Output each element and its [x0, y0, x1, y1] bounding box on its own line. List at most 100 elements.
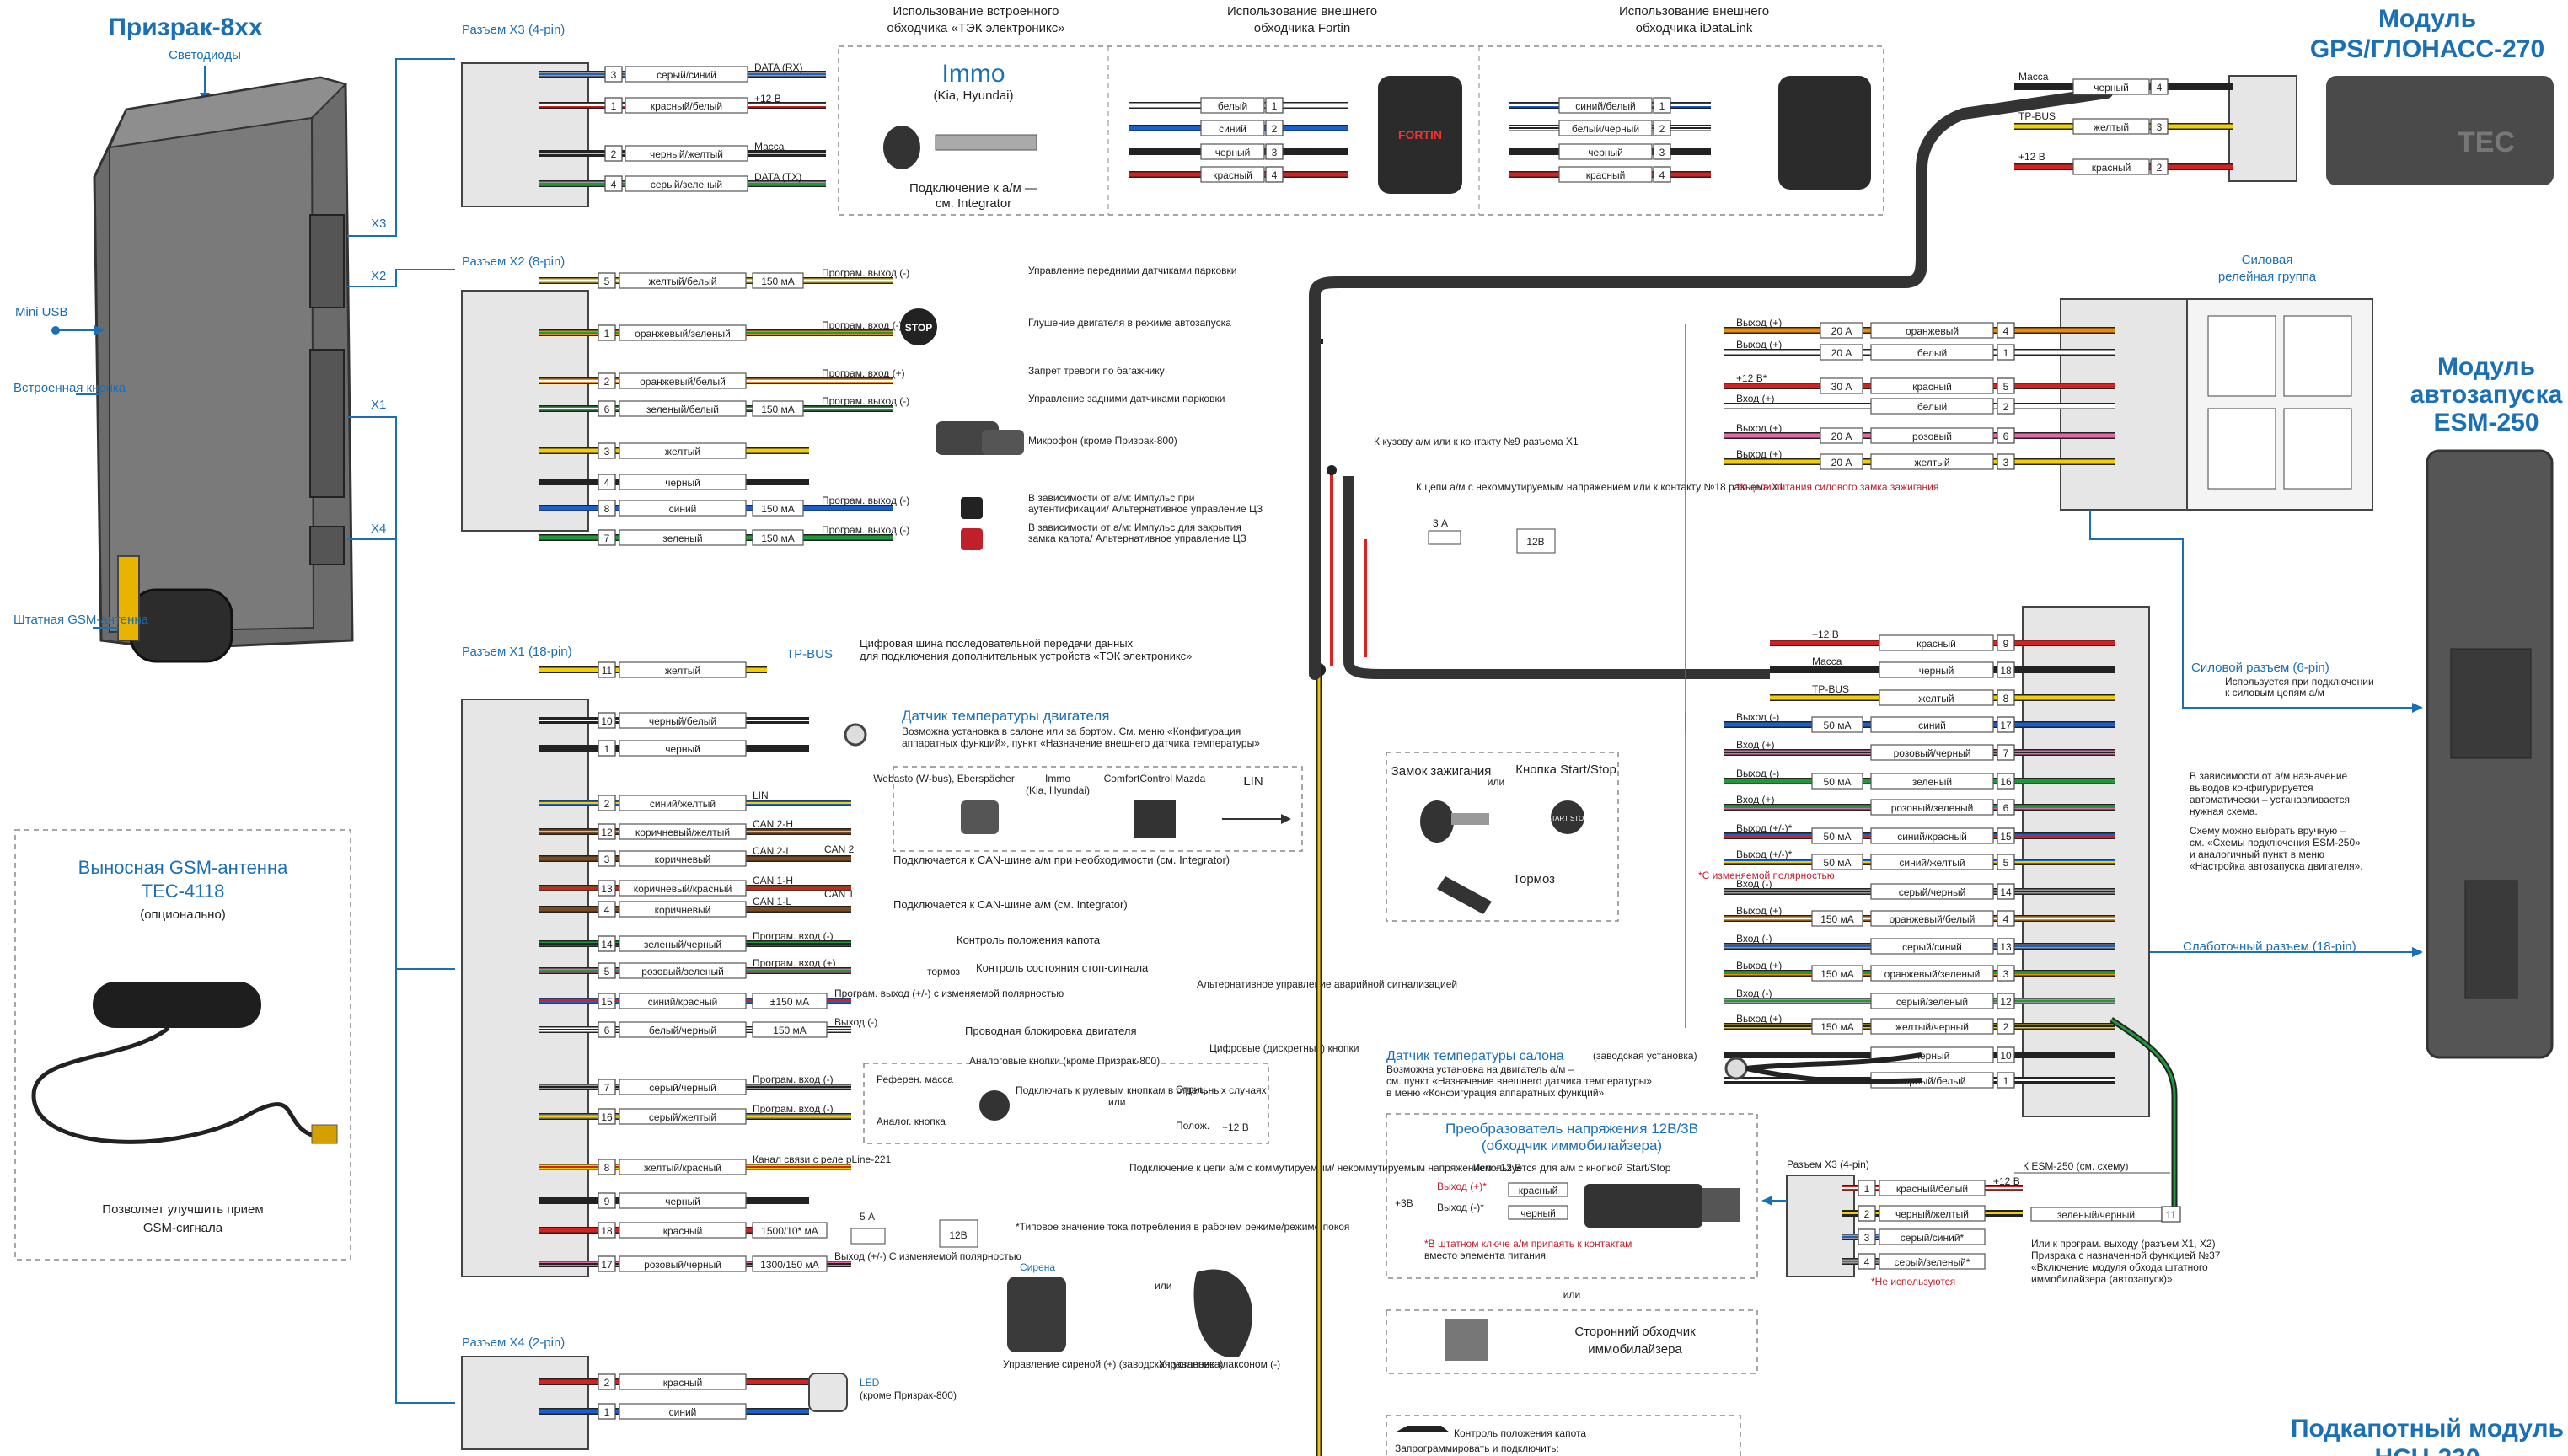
fortin-wire-4-pin-box: [1265, 166, 1284, 183]
x1-wire-5-pin: 5: [604, 966, 610, 977]
x1-wire-6-pin-box: [598, 1021, 616, 1038]
esm-wire-6-pin-box: [1997, 799, 2015, 816]
x1-wire-6-pin: 6: [604, 1025, 610, 1036]
svg-text:Webasto (W-bus), Eberspächer: Webasto (W-bus), Eberspächer: [873, 773, 1015, 784]
x3-wire-3-signal: DATA (RX): [754, 62, 803, 73]
relay-wire-1-pin: 1: [2003, 347, 2009, 359]
fortin-wire-3-pin-box: [1265, 143, 1284, 160]
x1-wire-17-fuse-label-box: [752, 1255, 828, 1272]
svg-text:Разъем X3 (4-pin): Разъем X3 (4-pin): [1787, 1159, 1869, 1170]
x2-wire-6-desc-0: Управление задними датчиками парковки: [1028, 393, 1225, 404]
svg-text:ComfortControl Mazda: ComfortControl Mazda: [1104, 773, 1206, 784]
esm-wire-14-label-box: [1870, 883, 1994, 900]
x1-wire-4-pin-box: [598, 901, 616, 918]
bus-lines: [1309, 87, 2113, 1456]
svg-text:12В: 12В: [1526, 536, 1544, 548]
x4-wire-1-pin-box: [598, 1403, 616, 1420]
x3b-wire-1-pin: 1: [1864, 1183, 1870, 1195]
svg-text:5 А: 5 А: [860, 1211, 875, 1223]
gps-wire-3-signal: TP-BUS: [2018, 110, 2056, 122]
idl-wire-4-pin: 4: [1659, 169, 1665, 181]
x1-wire-5-signal: Програм. вход (+): [753, 957, 836, 969]
svg-text:или: или: [1108, 1096, 1125, 1108]
esm-wire-3-label: оранжевый/зеленый: [1884, 968, 1981, 980]
x2-wire-8-pin-box: [598, 500, 616, 517]
svg-text:Подкапотный модуль: Подкапотный модуль: [2291, 1415, 2564, 1443]
idl-wire-3-pin: 3: [1659, 147, 1665, 158]
x2-wire-5-label: желтый/белый: [649, 276, 717, 287]
esm-wire-3-fuse-label: 150 мА: [1820, 968, 1854, 980]
x1-wire-14-label: зеленый/черный: [644, 939, 721, 950]
svg-text:Цифровые (дискретные) кнопки: Цифровые (дискретные) кнопки: [1209, 1042, 1359, 1054]
x1-wire-4-label: коричневый: [655, 904, 711, 916]
x1-wire-12-signal: CAN 2-H: [753, 818, 793, 830]
x3-wire-2-label: черный/желтый: [650, 148, 723, 160]
x4-wire-2-label: красный: [663, 1377, 703, 1389]
x2-wire-8-fuse-label: 150 мА: [761, 503, 795, 515]
x1-wire-5-label-box: [619, 962, 747, 979]
x3b-wire-4-label: серый/зеленый*: [1895, 1256, 1970, 1268]
svg-text:в меню «Конфигурация аппаратны: в меню «Конфигурация аппаратных функций»: [1386, 1087, 1605, 1099]
svg-text:11: 11: [2166, 1209, 2177, 1221]
relay-wire-2-label: белый: [1917, 401, 1947, 413]
esm-wire-10-pin: 10: [2000, 1050, 2012, 1062]
esm-wire-16-label-box: [1870, 773, 1994, 790]
esm-wire-1-pin-box: [1997, 1072, 2015, 1089]
fortin-wire-1-label-box: [1200, 97, 1265, 114]
x1-wire-9-label: черный: [665, 1196, 700, 1207]
svg-text:Подключается к CAN-шине а/м (с: Подключается к CAN-шине а/м (см. Integra…: [893, 898, 1128, 911]
svg-text:Преобразователь напряжения 12В: Преобразователь напряжения 12В/3В: [1445, 1121, 1698, 1137]
x1-wire-18-fuse-label: 1500/10* мА: [761, 1225, 818, 1237]
gps-title-2: GPS/ГЛОНАСС-270: [2310, 35, 2544, 63]
idl-wire-4-label-box: [1558, 166, 1653, 183]
svg-text:Референ. масса: Референ. масса: [877, 1073, 953, 1085]
gps-wire-3-label: желтый: [2094, 121, 2129, 133]
x3-wire-1-label: красный/белый: [651, 100, 722, 112]
x1-wire-4-pin: 4: [604, 904, 610, 916]
x3b-wire-1-label-box: [1879, 1180, 1986, 1196]
tpbus-label: TP-BUS: [786, 647, 833, 661]
x2-wire-6-fuse-label: 150 мА: [761, 404, 795, 415]
svg-text:+12 В: +12 В: [1222, 1121, 1249, 1133]
svg-text:Используется при подключении: Используется при подключении: [2225, 676, 2374, 688]
relay-wire-3-pin: 3: [2003, 457, 2009, 468]
gps-wire-3-label-box: [2072, 118, 2150, 135]
x2-wire-5-fuse-label-box: [752, 272, 804, 289]
x1-wire-12-pin: 12: [601, 827, 613, 838]
idl-wire-2-pin-box: [1653, 120, 1671, 136]
esm-wire-7-signal: Вход (+): [1736, 739, 1774, 751]
relay-wire-1-signal: Выход (+): [1736, 339, 1782, 351]
svg-text:(Kia, Hyundai): (Kia, Hyundai): [1026, 784, 1090, 796]
esm-title-2: автозапуска: [2410, 381, 2563, 409]
svg-text:вместо элемента питания: вместо элемента питания: [1424, 1250, 1546, 1261]
svg-text:см. Integrator: см. Integrator: [936, 196, 1011, 211]
usb-label: Mini USB: [15, 305, 68, 319]
x2-wire-7-label-box: [619, 529, 747, 546]
idl-wire-2-label: белый/черный: [1572, 123, 1639, 135]
svg-text:Immo: Immo: [942, 60, 1005, 88]
relay-wire-4-fuse-label: 20 А: [1831, 325, 1852, 337]
x1-wire-3-pin: 3: [604, 854, 610, 865]
esm-top-wire-9-label: красный: [1917, 638, 1956, 650]
x1-wire-2-pin: 2: [604, 798, 610, 810]
x1-wire-6-label-box: [619, 1021, 747, 1038]
svg-text:Схему можно выбрать вручную –: Схему можно выбрать вручную –: [2190, 825, 2346, 837]
svg-text:(Kia, Hyundai): (Kia, Hyundai): [933, 88, 1013, 103]
svg-text:*Типовое значение тока потребл: *Типовое значение тока потребления в раб…: [1016, 1221, 1349, 1233]
x3b-wire-1-signal: +12 В: [1993, 1175, 2020, 1187]
main-unit-title: Призрак-8хх: [108, 13, 263, 41]
x3b-wire-4-pin-box: [1858, 1253, 1876, 1270]
x2-wire-8-pin: 8: [604, 503, 610, 515]
esm-wire-16-pin-box: [1997, 773, 2015, 790]
svg-text:*В штатном ключе а/м припаять: *В штатном ключе а/м припаять к контакта…: [1424, 1238, 1632, 1250]
esm-wire-3-pin-box: [1997, 965, 2015, 982]
x2-wire-2-label-box: [619, 372, 747, 389]
x1-wire-16-pin: 16: [601, 1111, 613, 1123]
esm-wire-4-label: оранжевый/белый: [1890, 913, 1976, 925]
x1-wire-3-label: коричневый: [655, 854, 711, 865]
x2-wire-3-pin-box: [598, 442, 616, 459]
x1-wire-16-pin-box: [598, 1108, 616, 1125]
x2-title: Разъем X2 (8-pin): [462, 254, 565, 269]
